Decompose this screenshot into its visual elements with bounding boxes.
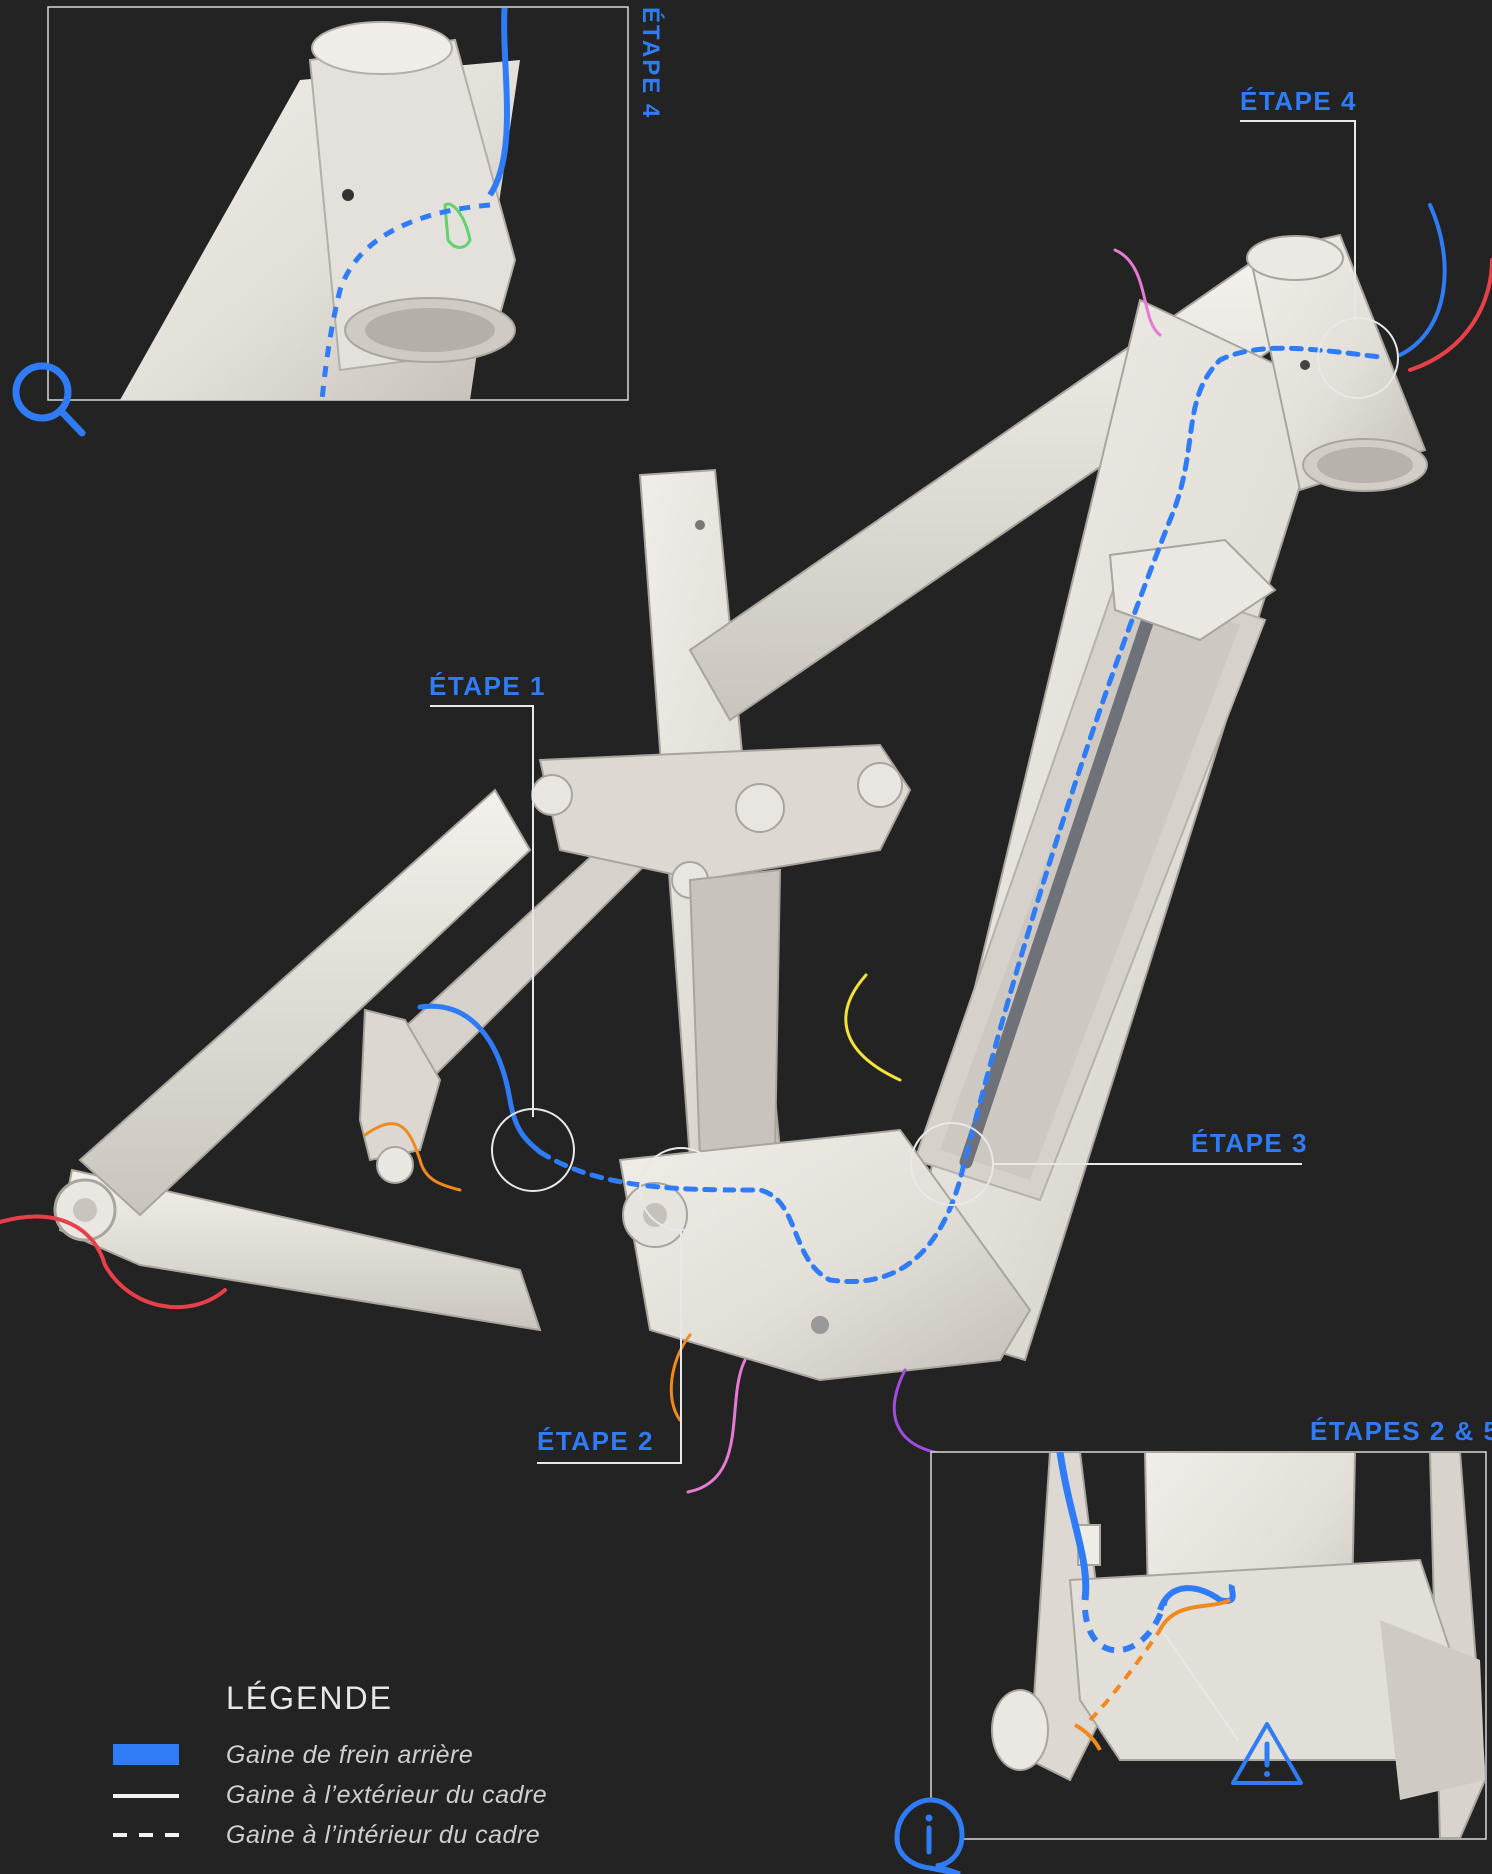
legend-item-external: Gaine à l’extérieur du cadre xyxy=(226,1781,548,1809)
legend-item-brake-housing: Gaine de frein arrière xyxy=(226,1741,474,1769)
green-port-outline xyxy=(443,202,472,249)
legend-swatch-brake-housing xyxy=(113,1744,179,1765)
brake-housing-external xyxy=(417,1003,543,1155)
seat-stay xyxy=(78,788,532,1217)
inset-headtube-closeup xyxy=(47,6,629,401)
legend-title: LÉGENDE xyxy=(226,1680,393,1716)
warning-triangle-icon xyxy=(1231,1722,1303,1785)
label-inset-step4: ÉTAPE 4 xyxy=(637,7,664,120)
callout-line-step4 xyxy=(1240,120,1356,320)
internal-guide-tube xyxy=(959,553,1175,1169)
red-cable-rear xyxy=(0,1214,227,1310)
magnifier-icon xyxy=(12,362,86,437)
callout-circle-step4 xyxy=(1317,317,1399,399)
inset-motor-closeup xyxy=(930,1451,1487,1840)
callout-line-step2 xyxy=(537,1230,682,1464)
label-step2: ÉTAPE 2 xyxy=(537,1426,654,1456)
legend-item-internal: Gaine à l’intérieur du cadre xyxy=(226,1821,541,1849)
legend-swatches xyxy=(113,1744,179,1837)
callout-circle-step1 xyxy=(491,1108,575,1192)
label-steps-2-5: ÉTAPES 2 & 5 xyxy=(1310,1416,1492,1446)
red-cable-front xyxy=(1408,258,1492,372)
cables xyxy=(0,203,1492,1494)
brake-housing-internal xyxy=(537,345,1383,1284)
callouts xyxy=(430,120,1399,1464)
label-step4: ÉTAPE 4 xyxy=(1240,86,1357,116)
rocker-link xyxy=(538,743,912,882)
main-frame xyxy=(53,233,1428,1382)
callout-line-step1 xyxy=(430,705,534,1117)
label-step1: ÉTAPE 1 xyxy=(429,671,546,701)
label-step3: ÉTAPE 3 xyxy=(1191,1128,1308,1158)
info-bubble-icon xyxy=(894,1797,965,1874)
